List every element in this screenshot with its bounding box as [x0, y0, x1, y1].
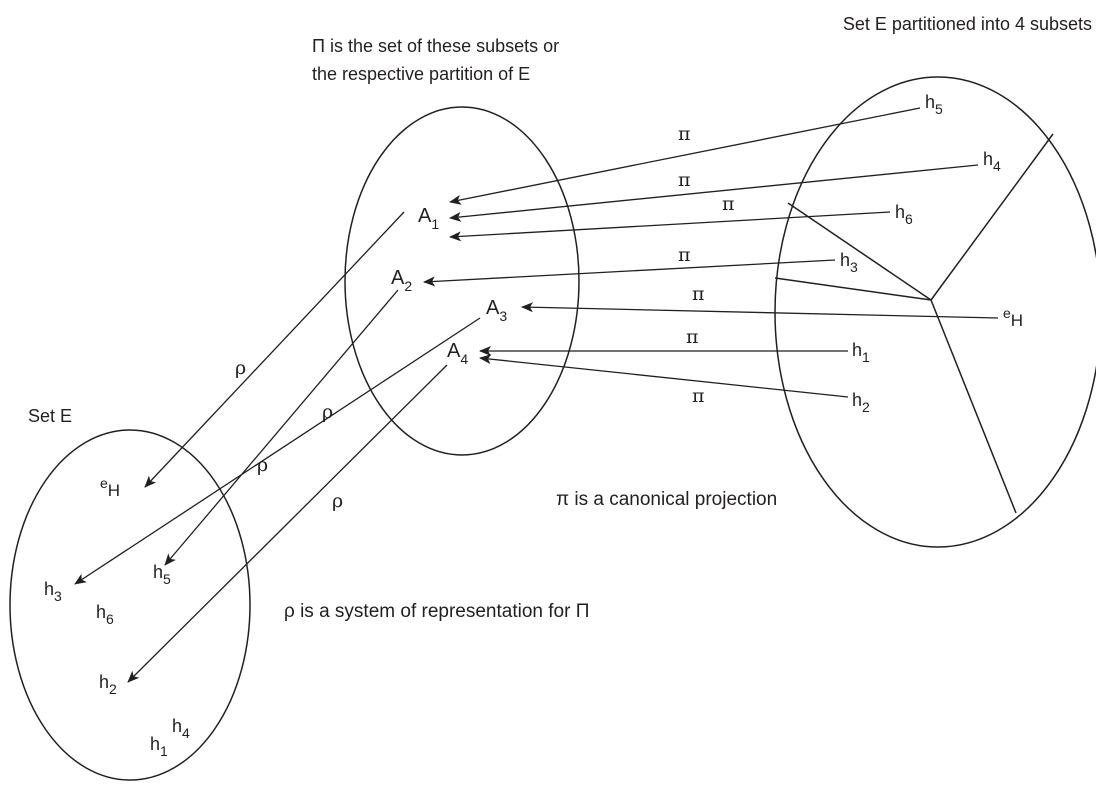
pi-label: π: [686, 326, 699, 348]
rho-label: ρ: [322, 401, 333, 423]
pi-arrow-h3: [423, 259, 836, 287]
rho-label: ρ: [332, 490, 343, 512]
left-element-h2: h2: [99, 672, 117, 697]
left-element-h4: h4: [172, 716, 190, 741]
pi-label: π: [678, 123, 691, 145]
left-set-title: Set E: [28, 406, 72, 426]
rho-label: ρ: [257, 454, 268, 476]
middle-set-title-line1: Π is the set of these subsets or: [312, 36, 559, 56]
rho-arrow-a2: [164, 289, 399, 566]
subset-label-a4: A4: [447, 340, 468, 367]
rho-caption: ρ is a system of representation for Π: [284, 601, 589, 622]
rho-arrow-a1: [144, 211, 405, 488]
right-element-h5: h5: [925, 92, 943, 117]
right-element-h2: h2: [852, 390, 870, 415]
partition-line-upper-right: [930, 133, 1054, 301]
middle-set-title-line2: the respective partition of E: [312, 64, 530, 84]
partition-ellipse: [344, 106, 580, 456]
right-element-h3: h3: [840, 250, 858, 275]
pi-label: π: [692, 283, 705, 305]
left-element-h5: h5: [153, 562, 171, 587]
left-element-h3: h3: [44, 579, 62, 604]
right-set-ellipse: [774, 76, 1096, 548]
right-element-eh: eH: [1003, 305, 1023, 330]
left-element-h1: h1: [150, 734, 168, 759]
rho-arrow-a3: [74, 317, 481, 585]
pi-arrow-h4: [449, 164, 979, 222]
subset-label-a1: A1: [418, 205, 439, 232]
pi-arrow-h5: [449, 107, 921, 205]
pi-arrow-h6: [449, 211, 891, 242]
pi-label: π: [678, 244, 691, 266]
partition-line-bottom: [930, 299, 1017, 514]
subset-label-a3: A3: [486, 297, 507, 324]
rho-label: ρ: [235, 357, 246, 379]
right-element-h6: h6: [895, 202, 913, 227]
right-element-h4: h4: [983, 149, 1001, 174]
partition-line-upper-left: [787, 202, 932, 301]
pi-label: π: [678, 169, 691, 191]
pi-caption: π is a canonical projection: [556, 489, 777, 510]
rho-arrow-a4: [127, 364, 448, 683]
left-element-eh: eH: [100, 475, 120, 500]
pi-arrow-h2: [479, 354, 849, 398]
left-set-ellipse: [9, 429, 251, 781]
pi-label: π: [692, 385, 705, 407]
right-set-title: Set E partitioned into 4 subsets: [843, 14, 1092, 34]
pi-label: π: [722, 193, 735, 215]
partition-line-left: [774, 277, 932, 301]
pi-arrow-eh: [521, 302, 999, 319]
right-element-h1: h1: [852, 340, 870, 365]
left-element-h6: h6: [96, 602, 114, 627]
subset-label-a2: A2: [391, 267, 412, 294]
